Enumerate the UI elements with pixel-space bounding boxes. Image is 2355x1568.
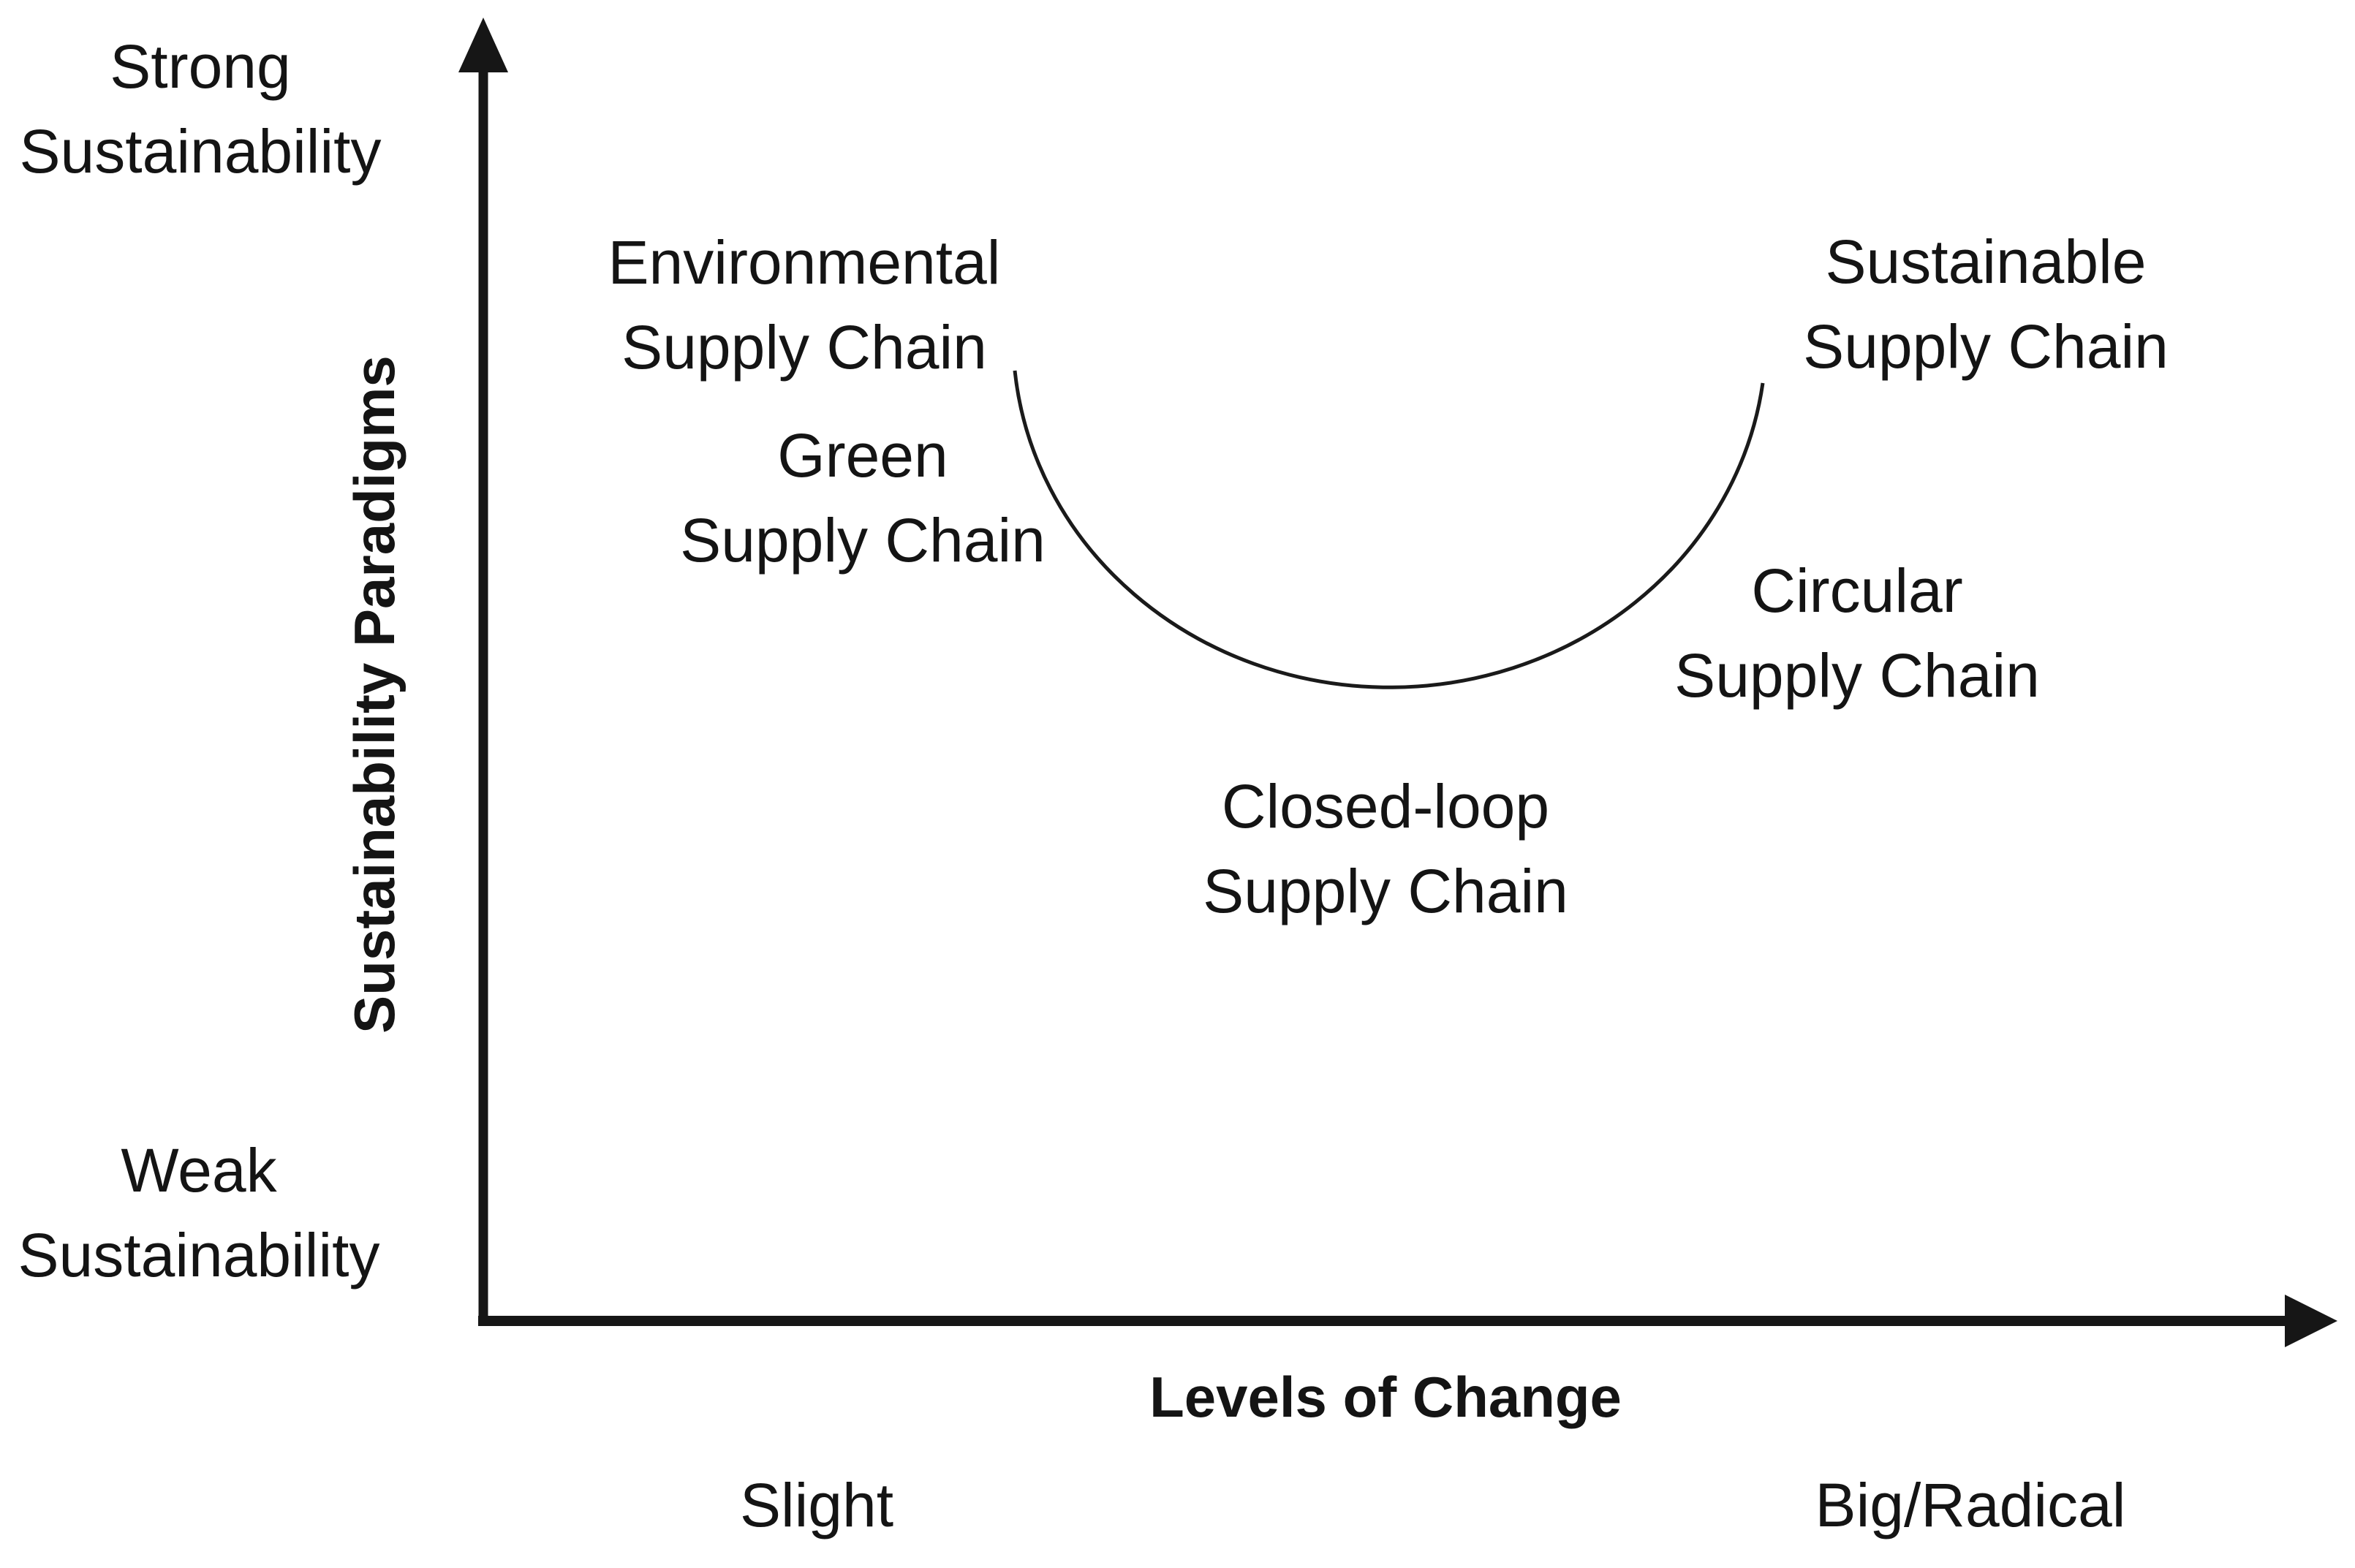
x-axis-arrowhead-icon — [2285, 1295, 2337, 1347]
paradigm-label-circular-supply-chain: Circular Supply Chain — [1674, 556, 2040, 710]
y-axis-title: Sustainability Paradigms — [342, 355, 407, 1034]
paradigm-label-green-supply-chain: Green Supply Chain — [680, 421, 1046, 575]
paradigm-label-environmental-supply-chain: Environmental Supply Chain — [608, 228, 1001, 382]
x-axis-title: Levels of Change — [1149, 1365, 1622, 1429]
paradigm-label-closed-loop-supply-chain: Closed-loop Supply Chain — [1203, 772, 1568, 925]
paradigm-u-curve — [1013, 370, 1765, 689]
x-axis-min-label: Slight — [739, 1471, 894, 1539]
paradigm-label-sustainable-supply-chain: Sustainable Supply Chain — [1803, 227, 2169, 381]
y-axis-max-label: Strong Sustainability — [19, 32, 382, 186]
y-axis-arrowhead-icon — [458, 18, 508, 72]
x-axis-max-label: Big/Radical — [1815, 1471, 2126, 1539]
y-axis-min-label: Weak Sustainability — [18, 1136, 380, 1289]
